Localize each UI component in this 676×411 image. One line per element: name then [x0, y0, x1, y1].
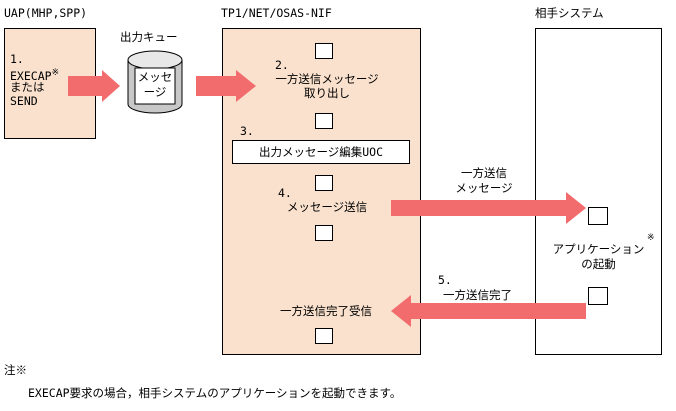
footnote-title: 注※ [4, 363, 27, 377]
uap-line-or: または [10, 80, 45, 94]
partner-box [535, 28, 662, 355]
uap-note-mark: ※ [51, 68, 60, 78]
queue-column-title: 出力キュー [120, 30, 178, 44]
nif-square-2 [315, 113, 333, 129]
partner-square-1 [588, 207, 608, 225]
step5-text: 一方送信完了受信 [280, 304, 372, 318]
step2-number: 2. [275, 58, 289, 72]
uap-column-title: UAP(MHP,SPP) [4, 6, 88, 20]
uap-step-number: 1. [10, 52, 24, 66]
uap-line-execap: EXECAP※ [10, 67, 59, 83]
nif-square-3 [315, 175, 333, 191]
arrow-send-complete [391, 295, 586, 327]
step2-line2: 取り出し [304, 86, 350, 100]
uap-execap-text: EXECAP [10, 68, 52, 83]
queue-label-line2: ージ [143, 85, 167, 99]
partner-column-title: 相手システム [535, 6, 604, 20]
nif-square-4 [315, 225, 333, 241]
uap-line-send: SEND [10, 94, 38, 108]
nif-column-title: TP1/NET/OSAS-NIF [221, 6, 332, 20]
nif-box [222, 28, 421, 355]
arrow-send-message [391, 192, 586, 224]
footnote-body: EXECAP要求の場合，相手システムのアプリケーションを起動できます。 [28, 386, 402, 400]
partner-note-mark: ※ [647, 233, 655, 243]
step4-number: 4. [278, 186, 292, 200]
send-arrow-label-line1: 一方送信 [461, 166, 507, 180]
step5-number: 5. [438, 273, 452, 287]
output-edit-uoc-box: 出力メッセージ編集UOC [232, 140, 410, 164]
arrow-queue-to-nif [196, 70, 256, 102]
nif-square-1 [315, 43, 333, 59]
step3-number: 3. [240, 124, 254, 138]
step4-text: メッセージ送信 [286, 200, 368, 214]
partner-square-2 [588, 287, 608, 305]
nif-square-5 [315, 328, 333, 344]
send-arrow-label-line2: メッセージ [455, 181, 513, 195]
partner-app-line2: の起動 [581, 257, 616, 271]
step2-line1: 一方送信メッセージ [275, 72, 379, 86]
partner-app-line1: アプリケーション [552, 242, 645, 256]
complete-arrow-label: 一方送信完了 [443, 288, 512, 302]
queue-label-line1: メッセ [137, 70, 173, 84]
queue-cylinder [127, 50, 183, 114]
arrow-uap-to-queue [68, 70, 120, 102]
